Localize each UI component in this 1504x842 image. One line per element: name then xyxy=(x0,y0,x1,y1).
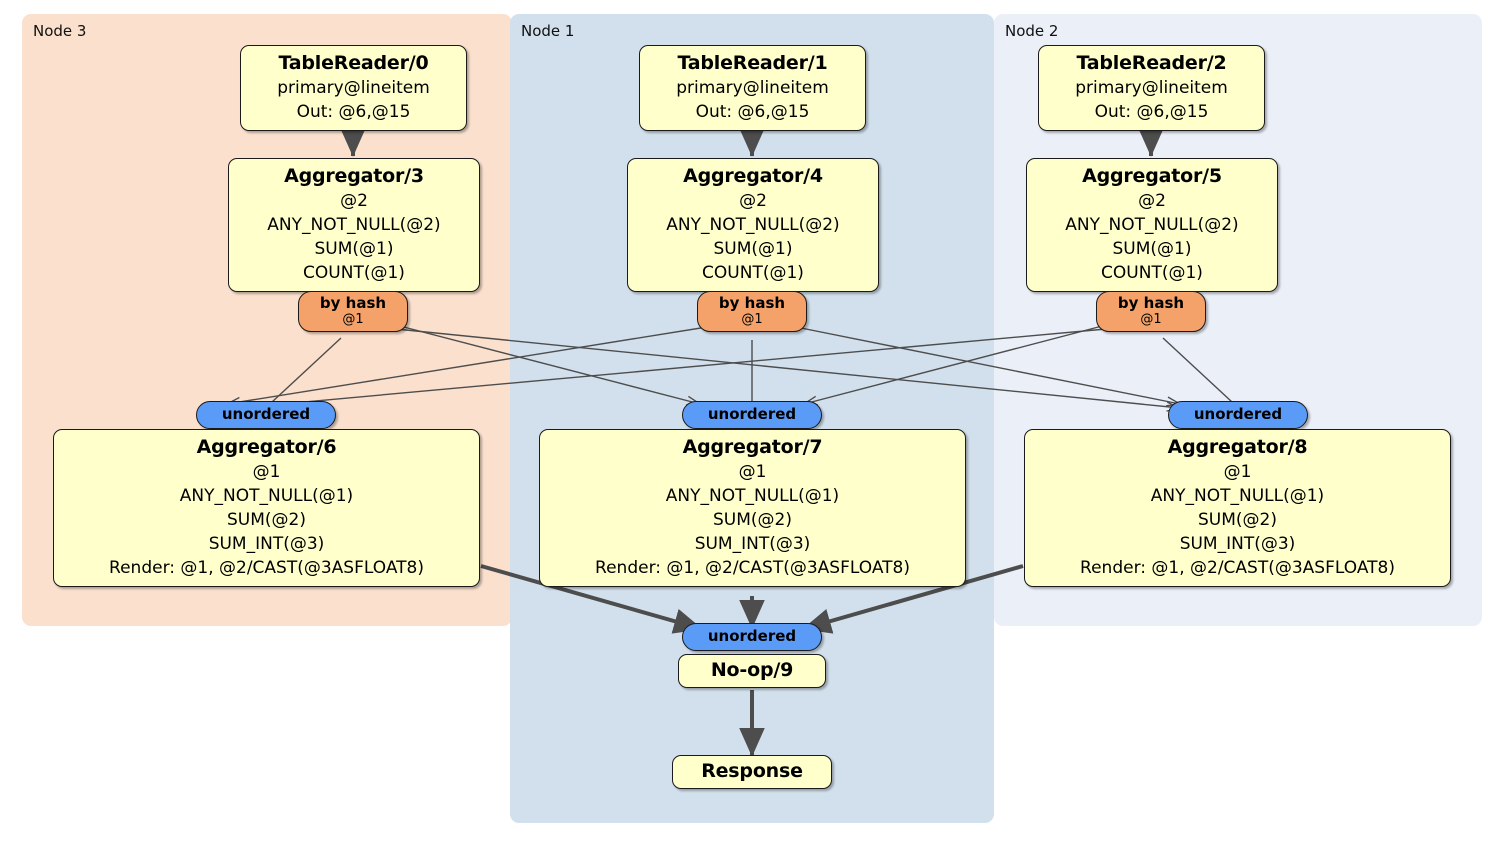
box-title: Aggregator/5 xyxy=(1082,165,1222,187)
box-line: SUM_INT(@3) xyxy=(208,534,325,554)
processor-aggregator-5[interactable]: Aggregator/5 @2 ANY_NOT_NULL(@2) SUM(@1)… xyxy=(1026,158,1278,292)
box-line: SUM(@2) xyxy=(713,510,792,530)
box-title: No-op/9 xyxy=(710,659,794,681)
box-line: Render: @1, @2/CAST(@3ASFLOAT8) xyxy=(595,558,910,578)
box-line: Render: @1, @2/CAST(@3ASFLOAT8) xyxy=(109,558,424,578)
box-line: COUNT(@1) xyxy=(702,263,804,283)
processor-aggregator-4[interactable]: Aggregator/4 @2 ANY_NOT_NULL(@2) SUM(@1)… xyxy=(627,158,879,292)
router-sublabel: @1 xyxy=(741,312,763,327)
processor-aggregator-6[interactable]: Aggregator/6 @1 ANY_NOT_NULL(@1) SUM(@2)… xyxy=(53,429,480,587)
box-line: SUM(@2) xyxy=(1198,510,1277,530)
router-label: unordered xyxy=(1193,405,1283,423)
router-unordered-8[interactable]: unordered xyxy=(1168,401,1308,429)
router-unordered-7[interactable]: unordered xyxy=(682,401,822,429)
processor-table-reader-0[interactable]: TableReader/0 primary@lineitem Out: @6,@… xyxy=(240,45,467,131)
processor-aggregator-3[interactable]: Aggregator/3 @2 ANY_NOT_NULL(@2) SUM(@1)… xyxy=(228,158,480,292)
box-line: SUM(@2) xyxy=(227,510,306,530)
router-by-hash-3[interactable]: by hash @1 xyxy=(298,291,408,332)
box-title: Aggregator/3 xyxy=(284,165,424,187)
box-title: Aggregator/8 xyxy=(1167,436,1308,458)
router-by-hash-4[interactable]: by hash @1 xyxy=(697,291,807,332)
box-line: ANY_NOT_NULL(@1) xyxy=(1150,486,1325,506)
processor-response[interactable]: Response xyxy=(672,755,832,789)
router-label: unordered xyxy=(707,627,797,645)
processor-aggregator-8[interactable]: Aggregator/8 @1 ANY_NOT_NULL(@1) SUM(@2)… xyxy=(1024,429,1451,587)
box-line: @1 xyxy=(252,462,281,482)
box-title: Aggregator/6 xyxy=(196,436,337,458)
box-line: Out: @6,@15 xyxy=(296,102,411,122)
box-line: SUM(@1) xyxy=(1112,239,1192,259)
box-title: Aggregator/7 xyxy=(682,436,823,458)
box-line: ANY_NOT_NULL(@1) xyxy=(665,486,840,506)
box-line: SUM_INT(@3) xyxy=(694,534,811,554)
box-title: Aggregator/4 xyxy=(683,165,823,187)
box-line: Out: @6,@15 xyxy=(695,102,810,122)
router-label: by hash xyxy=(718,294,786,312)
box-line: Render: @1, @2/CAST(@3ASFLOAT8) xyxy=(1080,558,1395,578)
box-line: @1 xyxy=(738,462,767,482)
box-line: primary@lineitem xyxy=(1075,78,1228,98)
router-unordered-final[interactable]: unordered xyxy=(682,623,822,651)
box-line: ANY_NOT_NULL(@2) xyxy=(666,215,840,235)
router-label: by hash xyxy=(319,294,387,312)
router-label: unordered xyxy=(707,405,797,423)
box-line: ANY_NOT_NULL(@1) xyxy=(179,486,354,506)
box-title: TableReader/2 xyxy=(1076,52,1227,74)
box-line: @1 xyxy=(1223,462,1252,482)
processor-table-reader-2[interactable]: TableReader/2 primary@lineitem Out: @6,@… xyxy=(1038,45,1265,131)
box-line: SUM_INT(@3) xyxy=(1179,534,1296,554)
region-label-node1: Node 1 xyxy=(521,22,575,40)
box-line: COUNT(@1) xyxy=(1101,263,1203,283)
box-line: primary@lineitem xyxy=(676,78,829,98)
router-sublabel: @1 xyxy=(342,312,364,327)
router-by-hash-5[interactable]: by hash @1 xyxy=(1096,291,1206,332)
router-unordered-6[interactable]: unordered xyxy=(196,401,336,429)
router-label: unordered xyxy=(221,405,311,423)
box-line: SUM(@1) xyxy=(713,239,793,259)
box-title: Response xyxy=(701,760,803,782)
box-line: @2 xyxy=(1138,191,1166,211)
box-line: COUNT(@1) xyxy=(303,263,405,283)
box-line: @2 xyxy=(739,191,767,211)
processor-aggregator-7[interactable]: Aggregator/7 @1 ANY_NOT_NULL(@1) SUM(@2)… xyxy=(539,429,966,587)
router-sublabel: @1 xyxy=(1140,312,1162,327)
box-line: primary@lineitem xyxy=(277,78,430,98)
box-title: TableReader/1 xyxy=(677,52,828,74)
region-label-node3: Node 3 xyxy=(33,22,87,40)
box-line: @2 xyxy=(340,191,368,211)
processor-table-reader-1[interactable]: TableReader/1 primary@lineitem Out: @6,@… xyxy=(639,45,866,131)
processor-noop-9[interactable]: No-op/9 xyxy=(678,654,826,688)
box-line: ANY_NOT_NULL(@2) xyxy=(267,215,441,235)
router-label: by hash xyxy=(1117,294,1185,312)
region-label-node2: Node 2 xyxy=(1005,22,1059,40)
box-line: Out: @6,@15 xyxy=(1094,102,1209,122)
box-title: TableReader/0 xyxy=(278,52,429,74)
box-line: ANY_NOT_NULL(@2) xyxy=(1065,215,1239,235)
box-line: SUM(@1) xyxy=(314,239,394,259)
